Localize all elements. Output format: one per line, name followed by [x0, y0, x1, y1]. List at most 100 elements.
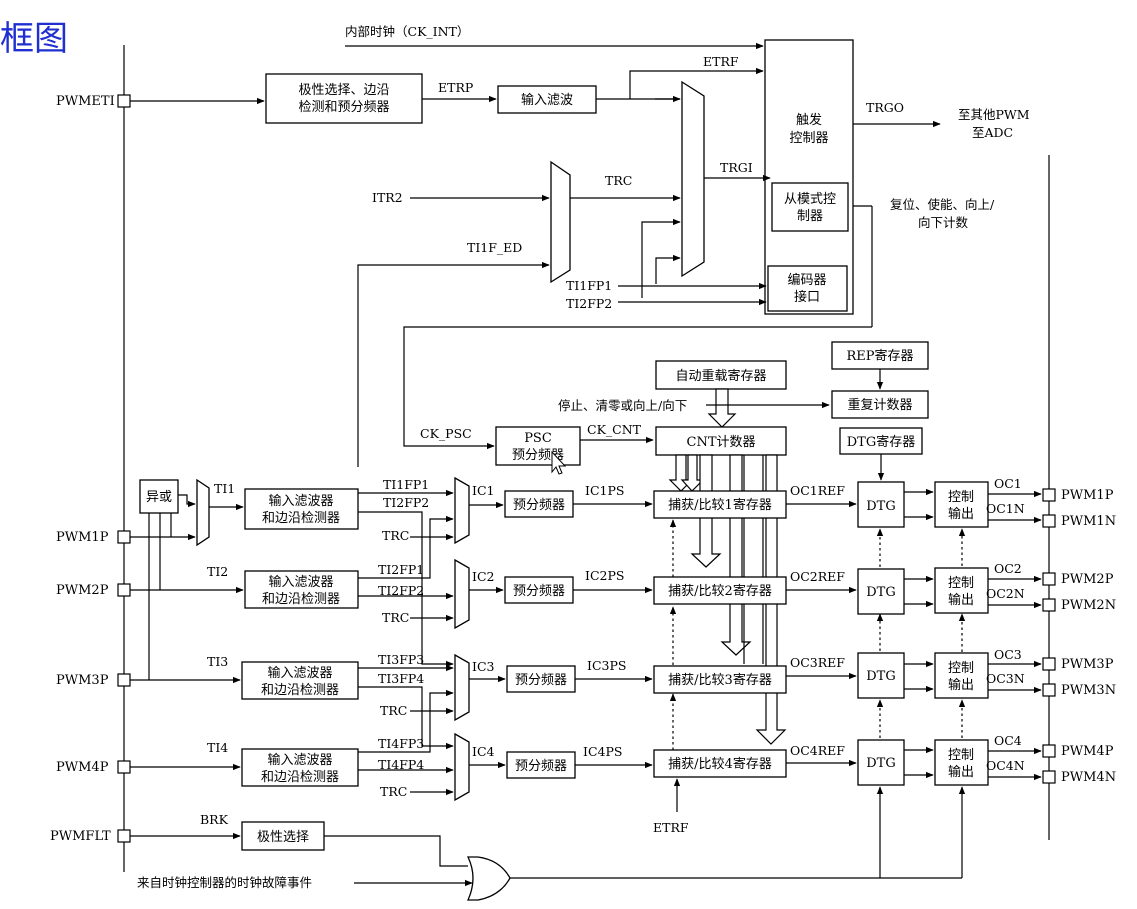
svg-text:TI2: TI2: [207, 564, 228, 579]
label-reset-enable: 复位、使能、向上/: [890, 197, 995, 212]
svg-text:PWM3N: PWM3N: [1061, 683, 1116, 698]
svg-text:捕获/比较3寄存器: 捕获/比较3寄存器: [668, 672, 772, 688]
svg-text:PWM3P: PWM3P: [1061, 657, 1114, 672]
label-etrf-bottom: ETRF: [653, 820, 689, 835]
mouse-cursor-icon: [551, 450, 567, 475]
svg-text:预分频器: 预分频器: [515, 673, 567, 688]
slave-mode-controller-block: [771, 182, 849, 232]
svg-text:IC2PS: IC2PS: [585, 568, 624, 583]
svg-text:OC3: OC3: [994, 647, 1022, 662]
svg-text:PWM3P: PWM3P: [56, 673, 109, 688]
svg-text:PWM4P: PWM4P: [1061, 744, 1114, 759]
channel-1: 输入滤波器 和边沿检测器 TI1FP1 TI2FP2 TRC IC1 预分频器 …: [244, 476, 1042, 668]
svg-text:IC4PS: IC4PS: [583, 744, 622, 759]
svg-text:PWM4N: PWM4N: [1061, 770, 1116, 785]
svg-text:TI1FP1: TI1FP1: [383, 477, 429, 492]
label-itr2: ITR2: [372, 190, 403, 205]
pin-pwmflt: PWMFLT: [50, 829, 131, 844]
trgi-mux: [681, 80, 705, 278]
trc-mux: [550, 160, 571, 284]
svg-text:TI4FP3: TI4FP3: [378, 736, 424, 751]
svg-text:输出: 输出: [948, 764, 974, 780]
dtg-register-block: [839, 427, 923, 455]
encoder-interface-block: [767, 265, 848, 312]
svg-text:异或: 异或: [146, 490, 172, 505]
label-trgo: TRGO: [866, 100, 904, 115]
ti1-mux: [196, 478, 210, 547]
pin-pwm3p-input: PWM3P: [56, 673, 131, 688]
svg-text:控制: 控制: [948, 490, 974, 505]
label-ti2fp2-top: TI2FP2: [566, 296, 612, 311]
svg-text:极性选择、边沿: 极性选择、边沿: [298, 83, 389, 98]
svg-text:输出: 输出: [948, 506, 974, 522]
label-trgi: TRGI: [720, 160, 753, 175]
svg-text:TRC: TRC: [382, 528, 409, 543]
svg-text:PWMFLT: PWMFLT: [50, 829, 111, 844]
label-ti1f-ed: TI1F_ED: [467, 240, 522, 255]
svg-text:OC4N: OC4N: [986, 758, 1025, 773]
svg-text:PWM2P: PWM2P: [56, 583, 109, 598]
svg-text:极性选择: 极性选择: [257, 830, 309, 845]
label-clock-fault-event: 来自时钟控制器的时钟故障事件: [137, 875, 312, 890]
label-to-adc: 至ADC: [972, 125, 1013, 140]
svg-text:OC2N: OC2N: [986, 586, 1025, 601]
svg-text:编码器: 编码器: [787, 273, 826, 288]
svg-text:输入滤波器: 输入滤波器: [268, 493, 333, 509]
svg-text:OC2REF: OC2REF: [790, 569, 845, 584]
svg-text:控制: 控制: [948, 661, 974, 676]
right-output-pins: PWM1P PWM1N PWM2P PWM2N PWM3P PWM3N PWM4…: [1042, 488, 1116, 785]
svg-text:OC1N: OC1N: [986, 501, 1025, 516]
cnt-counter-block: [655, 426, 787, 456]
svg-text:DTG: DTG: [866, 669, 895, 684]
svg-text:PSC: PSC: [524, 431, 552, 446]
repetition-counter-block: [831, 390, 929, 419]
svg-text:OC3REF: OC3REF: [790, 655, 845, 670]
svg-text:TI2FP2: TI2FP2: [378, 583, 424, 598]
label-to-other-pwm: 至其他PWM: [958, 107, 1030, 122]
svg-text:IC1PS: IC1PS: [585, 483, 624, 498]
pin-pwmeti: PWMETI: [56, 94, 131, 109]
svg-text:TRC: TRC: [382, 610, 409, 625]
svg-text:检测和预分频器: 检测和预分频器: [298, 100, 389, 115]
svg-text:控制器: 控制器: [789, 131, 828, 146]
svg-text:PWM1N: PWM1N: [1061, 514, 1116, 529]
svg-text:输入滤波器: 输入滤波器: [267, 665, 332, 681]
label-count-direction: 向下计数: [918, 215, 969, 230]
svg-text:TI4: TI4: [207, 740, 228, 755]
svg-text:重复计数器: 重复计数器: [847, 397, 912, 413]
svg-text:PWM1P: PWM1P: [56, 530, 109, 545]
svg-text:CNT计数器: CNT计数器: [687, 435, 756, 450]
svg-text:预分频器: 预分频器: [512, 448, 564, 463]
polarity-edge-prescaler-block: [265, 73, 423, 124]
svg-text:TI2FP1: TI2FP1: [378, 562, 424, 577]
label-ck-cnt: CK_CNT: [587, 422, 642, 437]
svg-text:PWM2P: PWM2P: [1061, 572, 1114, 587]
svg-text:OC4REF: OC4REF: [790, 743, 845, 758]
svg-text:输出: 输出: [948, 592, 974, 608]
svg-text:OC4: OC4: [994, 733, 1022, 748]
psc-prescaler-block: [495, 426, 581, 466]
svg-text:TI3FP3: TI3FP3: [378, 652, 424, 667]
label-ti1: TI1: [214, 481, 235, 496]
svg-text:PWM4P: PWM4P: [56, 760, 109, 775]
svg-text:和边沿检测器: 和边沿检测器: [262, 511, 340, 526]
svg-text:PWM1P: PWM1P: [1061, 488, 1114, 503]
svg-text:捕获/比较1寄存器: 捕获/比较1寄存器: [668, 497, 772, 513]
svg-text:TI2FP2: TI2FP2: [383, 495, 429, 510]
or-gate: [466, 856, 511, 901]
svg-text:输入滤波器: 输入滤波器: [268, 574, 333, 590]
label-ck-psc: CK_PSC: [420, 426, 472, 441]
svg-text:TI4FP4: TI4FP4: [378, 757, 424, 772]
label-brk: BRK: [200, 812, 229, 827]
svg-text:DTG: DTG: [866, 499, 895, 514]
svg-text:OC2: OC2: [994, 561, 1022, 576]
pin-pwm4p-input: PWM4P: [56, 760, 131, 775]
svg-text:捕获/比较2寄存器: 捕获/比较2寄存器: [668, 583, 772, 599]
label-etrf-top: ETRF: [703, 54, 739, 69]
label-ck-int: 内部时钟（CK_INT）: [345, 24, 469, 39]
svg-text:DTG寄存器: DTG寄存器: [847, 434, 915, 450]
svg-text:IC2: IC2: [472, 569, 494, 584]
svg-text:OC1: OC1: [994, 476, 1022, 491]
svg-text:PWM2N: PWM2N: [1061, 598, 1116, 613]
